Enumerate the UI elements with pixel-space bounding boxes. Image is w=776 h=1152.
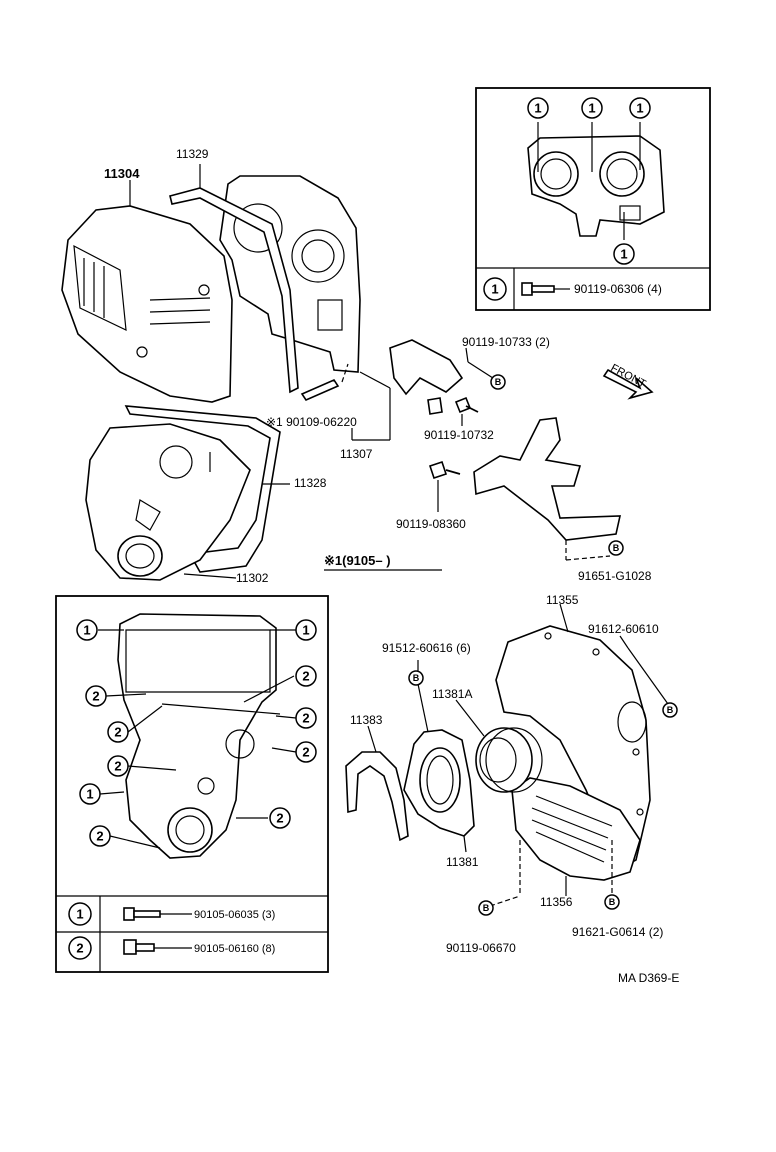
label-90119-10732: 90119-10732 bbox=[424, 428, 494, 442]
inset-b-legend-1: 1 bbox=[68, 902, 92, 926]
inset-bolt1-label: 90105-06035 (3) bbox=[194, 909, 275, 921]
inset-b-legend-2: 2 bbox=[68, 936, 92, 960]
inset-cover bbox=[117, 613, 277, 859]
svg-text:2: 2 bbox=[302, 745, 309, 760]
bracket-91651 bbox=[473, 417, 622, 541]
bolt-icon-2 bbox=[123, 939, 155, 955]
bolt-90119-08360 bbox=[428, 460, 461, 480]
label-11307: 11307 bbox=[340, 447, 373, 461]
inset-b-marker-2-d: 2 bbox=[107, 721, 129, 743]
bolt-marker-2: B bbox=[608, 540, 624, 556]
svg-text:1: 1 bbox=[620, 247, 627, 262]
inset-b-marker-2-g: 2 bbox=[269, 807, 291, 829]
svg-text:1: 1 bbox=[636, 101, 643, 116]
inset-marker-1c: 1 bbox=[629, 97, 651, 119]
svg-text:B: B bbox=[667, 705, 674, 715]
bolt-marker-6: B bbox=[604, 894, 620, 910]
bolt-marker-5: B bbox=[478, 900, 494, 916]
note-1: ※1(9105– ) bbox=[324, 553, 391, 568]
label-90109-06220: ※1 90109-06220 bbox=[266, 415, 357, 429]
label-91612-60610: 91612-60610 bbox=[588, 622, 659, 636]
label-11381: 11381 bbox=[446, 855, 479, 869]
front-arrow: FRONT bbox=[602, 362, 654, 400]
label-91621-g0614: 91621-G0614 (2) bbox=[572, 925, 663, 939]
label-11355: 11355 bbox=[546, 593, 579, 607]
svg-text:2: 2 bbox=[302, 711, 309, 726]
bolt-icon bbox=[521, 282, 555, 296]
bolt-marker-1: B bbox=[490, 374, 506, 390]
inset-b-marker-2-h: 2 bbox=[89, 825, 111, 847]
svg-text:B: B bbox=[483, 903, 490, 913]
label-11304: 11304 bbox=[104, 166, 140, 181]
diagram-code: MA D369-E bbox=[618, 971, 679, 985]
inset-marker-1a: 1 bbox=[527, 97, 549, 119]
gasket-11383 bbox=[345, 751, 409, 842]
bolt-marker-3: B bbox=[408, 670, 424, 686]
top-cover-11304 bbox=[61, 205, 233, 403]
svg-text:B: B bbox=[413, 673, 420, 683]
inset-bottom-left: 1 1 2 2 2 2 2 2 1 2 2 1 90105-06035 (3) … bbox=[55, 595, 329, 973]
svg-text:1: 1 bbox=[588, 101, 595, 116]
inset-marker-1b: 1 bbox=[581, 97, 603, 119]
lower-cover-11302 bbox=[85, 423, 251, 581]
label-90119-06670: 90119-06670 bbox=[446, 941, 516, 955]
inset-bolt-label: 90119-06306 (4) bbox=[574, 282, 662, 296]
inset-b-marker-1-l: 1 bbox=[79, 783, 101, 805]
label-90119-10733: 90119-10733 (2) bbox=[462, 335, 550, 349]
label-11302: 11302 bbox=[236, 571, 269, 585]
svg-text:2: 2 bbox=[114, 725, 121, 740]
inset-b-marker-2-b: 2 bbox=[85, 685, 107, 707]
label-91651-g1028: 91651-G1028 bbox=[578, 569, 652, 583]
svg-text:2: 2 bbox=[114, 759, 121, 774]
svg-text:2: 2 bbox=[276, 811, 283, 826]
svg-text:2: 2 bbox=[302, 669, 309, 684]
label-91512-60616: 91512-60616 (6) bbox=[382, 641, 471, 655]
svg-text:B: B bbox=[609, 897, 616, 907]
label-11381a: 11381A bbox=[432, 687, 472, 701]
svg-text:2: 2 bbox=[96, 829, 103, 844]
inset-b-marker-2-a: 2 bbox=[295, 665, 317, 687]
svg-text:1: 1 bbox=[491, 282, 498, 297]
svg-text:2: 2 bbox=[92, 689, 99, 704]
svg-text:B: B bbox=[613, 543, 620, 553]
svg-text:B: B bbox=[495, 377, 502, 387]
svg-text:1: 1 bbox=[534, 101, 541, 116]
bolt-marker-4: B bbox=[662, 702, 678, 718]
inset-b-marker-2-e: 2 bbox=[295, 741, 317, 763]
inset-legend-marker: 1 bbox=[483, 277, 507, 301]
bolt-icon-1 bbox=[123, 907, 161, 921]
svg-text:2: 2 bbox=[76, 941, 83, 956]
inset-b-marker-1-tl: 1 bbox=[76, 619, 98, 641]
inset-top-right: 1 1 1 1 1 90119-06306 (4) bbox=[475, 87, 711, 311]
label-11328: 11328 bbox=[294, 476, 327, 490]
bolt-90109-06220 bbox=[300, 363, 349, 402]
svg-text:1: 1 bbox=[302, 623, 309, 638]
inset-bolt2-label: 90105-06160 (8) bbox=[194, 943, 275, 955]
retainer-11381 bbox=[403, 729, 475, 837]
inset-b-marker-2-f: 2 bbox=[107, 755, 129, 777]
gasket-11329 bbox=[169, 187, 299, 394]
bracket-11307-part bbox=[389, 339, 464, 396]
inset-b-marker-1-tr: 1 bbox=[295, 619, 317, 641]
inset-marker-1d: 1 bbox=[613, 243, 635, 265]
label-11356: 11356 bbox=[540, 895, 573, 909]
label-11383: 11383 bbox=[350, 713, 383, 727]
label-11329: 11329 bbox=[176, 147, 209, 161]
cover-11356 bbox=[511, 777, 641, 881]
inset-b-marker-2-c: 2 bbox=[295, 707, 317, 729]
oil-seal-11381a bbox=[475, 727, 543, 793]
svg-text:1: 1 bbox=[76, 907, 83, 922]
svg-text:1: 1 bbox=[83, 623, 90, 638]
svg-text:1: 1 bbox=[86, 787, 93, 802]
bolt-90119-10732 bbox=[454, 396, 479, 414]
label-90119-08360: 90119-08360 bbox=[396, 517, 466, 531]
